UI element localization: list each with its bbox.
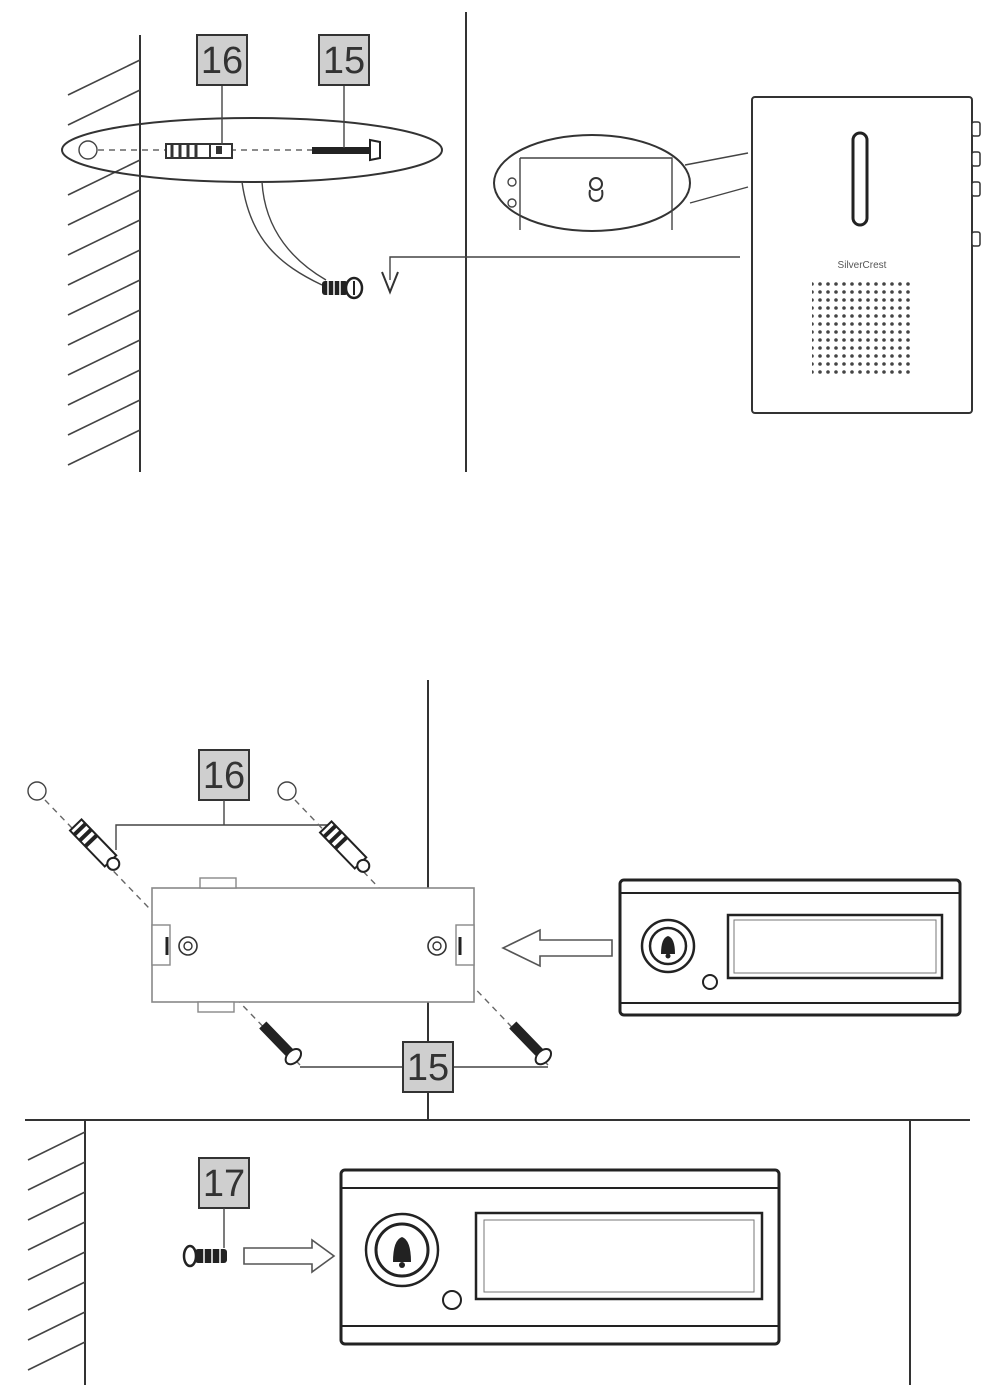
callout-label: 16: [203, 755, 245, 797]
callout-label: 15: [323, 40, 365, 82]
screw-left-icon: [259, 1021, 303, 1066]
screw-icon: [312, 138, 381, 162]
cover-panel: 17: [27, 1120, 911, 1385]
screw-right-icon: [509, 1021, 553, 1066]
drill-hole-right: [277, 781, 297, 801]
wall-anchor-right-icon: [318, 820, 371, 873]
drill-hole-left: [27, 781, 47, 801]
wall-left: [67, 35, 141, 472]
wall-anchor-icon: [165, 143, 233, 159]
cover-screw-icon: [182, 1244, 227, 1268]
callout-16-top: 16: [196, 34, 248, 86]
speaker-grille: [812, 278, 912, 378]
doorbell-push-button-front: [618, 878, 962, 1017]
callout-15-bottom: 15: [300, 1041, 548, 1093]
detail-ellipse: [61, 85, 443, 286]
callout-16-bottom: 16: [115, 749, 333, 850]
callout-15-top: 15: [318, 34, 370, 86]
screw-direction-arrow: [243, 1238, 336, 1274]
chime-unit: SilverCrest: [751, 96, 981, 414]
mount-direction-arrow: [381, 256, 740, 295]
chime-brand-logo: SilverCrest: [838, 260, 887, 271]
keyhole-magnifier: [493, 134, 749, 232]
callout-17: 17: [198, 1157, 250, 1248]
callout-label: 17: [203, 1163, 245, 1205]
wall-anchor-left-icon: [68, 818, 121, 871]
wall-hatch-lower: [27, 1131, 86, 1371]
mounted-screw-icon: [322, 276, 364, 300]
doorbell-push-button-mounted: [339, 1168, 781, 1346]
callout-label: 16: [201, 40, 243, 82]
keyhole-icon: [588, 177, 604, 203]
callout-label: 15: [407, 1047, 449, 1089]
bell-button-icon: [640, 918, 696, 974]
side-buttons: [971, 121, 981, 247]
insert-direction-arrow: [501, 928, 613, 968]
doorbell-back-plate: [151, 877, 475, 1013]
bell-button-icon: [364, 1212, 440, 1288]
top-panel: 16 15: [61, 12, 981, 472]
bottom-panel: 16: [25, 680, 970, 1121]
